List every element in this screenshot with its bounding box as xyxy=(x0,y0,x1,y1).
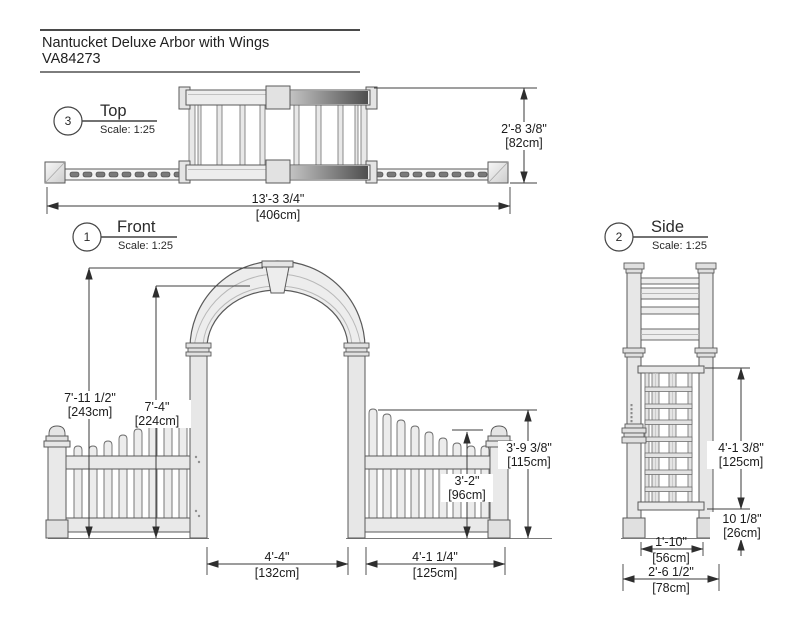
side-view-drawing xyxy=(621,262,750,539)
dim-front-arch-height: 7'-4" [224cm] xyxy=(123,400,191,428)
front-right-wing-pickets xyxy=(368,408,490,532)
side-post-collars xyxy=(622,347,718,358)
dim-metric: [78cm] xyxy=(652,580,690,595)
view-markers xyxy=(53,106,708,252)
side-view-label: Side xyxy=(651,218,685,236)
dim-metric: [243cm] xyxy=(67,404,113,419)
dim-front-opening-width: 4'-4" [132cm] xyxy=(237,551,317,579)
top-view-label: Top xyxy=(100,102,127,120)
dim-metric: [125cm] xyxy=(718,454,764,469)
dim-front-picket-height: 3'-2" [96cm] xyxy=(441,474,493,502)
side-post-caps xyxy=(623,262,717,274)
front-view-label: Front xyxy=(117,218,156,236)
dim-imperial: 1'-10" xyxy=(655,535,687,549)
dim-front-wing-width: 4'-1 1/4" [125cm] xyxy=(395,551,475,579)
dim-top-width: 13'-3 3/4" [406cm] xyxy=(238,193,318,221)
product-title: Nantucket Deluxe Arbor with Wings xyxy=(42,35,270,51)
front-view-number: 1 xyxy=(83,230,91,244)
dim-imperial: 4'-1 3/8" xyxy=(718,441,764,455)
top-view-scale: Scale: 1:25 xyxy=(100,124,156,136)
top-view-drawing xyxy=(44,85,509,184)
front-left-end-post xyxy=(43,425,71,539)
dim-side-trellis-height: 4'-1 3/8" [125cm] xyxy=(707,441,775,469)
front-keystone xyxy=(261,260,294,294)
front-arch-posts xyxy=(189,355,366,539)
dim-top-height: 2'-8 3/8" [82cm] xyxy=(492,122,556,150)
side-view-number: 2 xyxy=(615,230,623,244)
dim-side-base-height: 10 1/8" [26cm] xyxy=(710,512,774,540)
dim-imperial: 4'-4" xyxy=(264,550,290,564)
front-view-scale: Scale: 1:25 xyxy=(118,240,174,252)
front-arch-capitals xyxy=(185,342,370,357)
product-sku: VA84273 xyxy=(42,51,101,67)
side-top-rails xyxy=(640,277,700,341)
dim-imperial: 2'-6 1/2" xyxy=(648,565,694,579)
dim-metric: [115cm] xyxy=(507,454,551,469)
dim-front-total-height: 7'-11 1/2" [243cm] xyxy=(56,391,124,419)
dim-side-post-spacing: 1'-10" [56cm] xyxy=(641,536,701,564)
dim-metric: [56cm] xyxy=(652,550,690,565)
dim-metric: [125cm] xyxy=(412,565,458,580)
dim-metric: [26cm] xyxy=(723,525,761,540)
side-wing-post-cap xyxy=(621,423,647,444)
dim-imperial: 7'-11 1/2" xyxy=(64,391,116,405)
dim-front-wing-height: 3'-9 3/8" [115cm] xyxy=(498,441,560,469)
dim-imperial: 4'-1 1/4" xyxy=(412,550,458,564)
dim-metric: [82cm] xyxy=(505,135,543,150)
dim-imperial: 13'-3 3/4" xyxy=(251,192,305,206)
dim-imperial: 3'-9 3/8" xyxy=(506,441,552,455)
side-trellis xyxy=(644,372,693,503)
top-view-end-posts xyxy=(44,161,509,184)
dim-imperial: 3'-2" xyxy=(454,474,480,488)
dim-metric: [406cm] xyxy=(255,207,301,222)
top-view-keystone-blocks xyxy=(265,85,291,184)
dim-imperial: 2'-8 3/8" xyxy=(501,122,547,136)
top-view-number: 3 xyxy=(64,114,72,128)
dim-metric: [96cm] xyxy=(448,487,486,502)
top-view-slats xyxy=(188,104,368,166)
dim-metric: [132cm] xyxy=(254,565,300,580)
dim-metric: [224cm] xyxy=(134,413,180,428)
title-block-rules xyxy=(40,29,360,73)
side-view-scale: Scale: 1:25 xyxy=(652,240,708,252)
dim-imperial: 10 1/8" xyxy=(722,512,762,526)
dim-imperial: 7'-4" xyxy=(144,400,170,414)
dim-side-total-depth: 2'-6 1/2" [78cm] xyxy=(631,566,711,594)
